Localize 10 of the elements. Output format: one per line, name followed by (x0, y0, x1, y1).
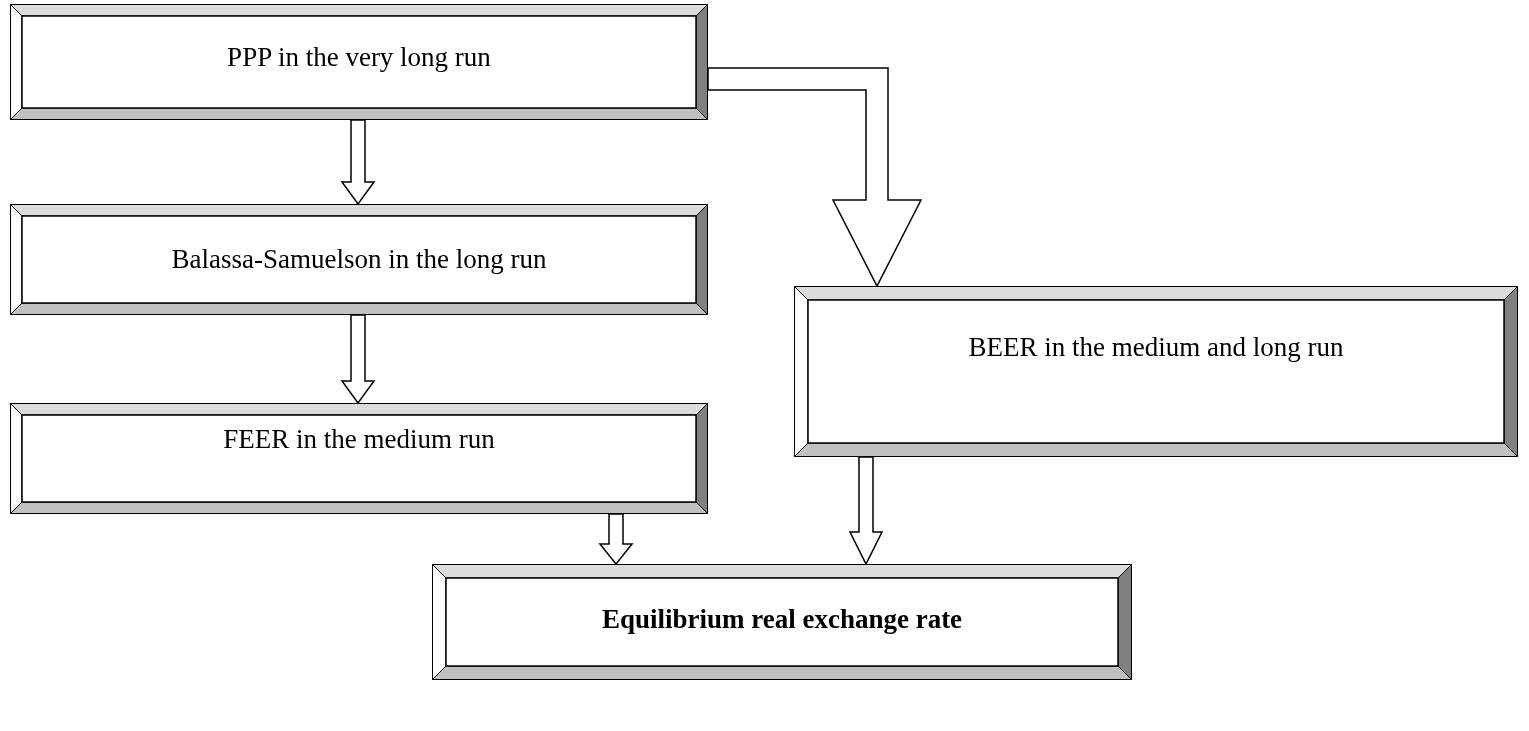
block-arrow (340, 119, 376, 206)
block-arrow (598, 513, 634, 566)
block-arrow (707, 67, 923, 288)
block-arrow (340, 314, 376, 405)
block-arrow (848, 456, 884, 566)
box-label: Equilibrium real exchange rate (600, 604, 964, 636)
box-label: Balassa-Samuelson in the long run (170, 244, 548, 276)
box-label: PPP in the very long run (226, 42, 492, 74)
box-label: FEER in the medium run (222, 424, 496, 456)
box-label: BEER in the medium and long run (967, 332, 1345, 364)
